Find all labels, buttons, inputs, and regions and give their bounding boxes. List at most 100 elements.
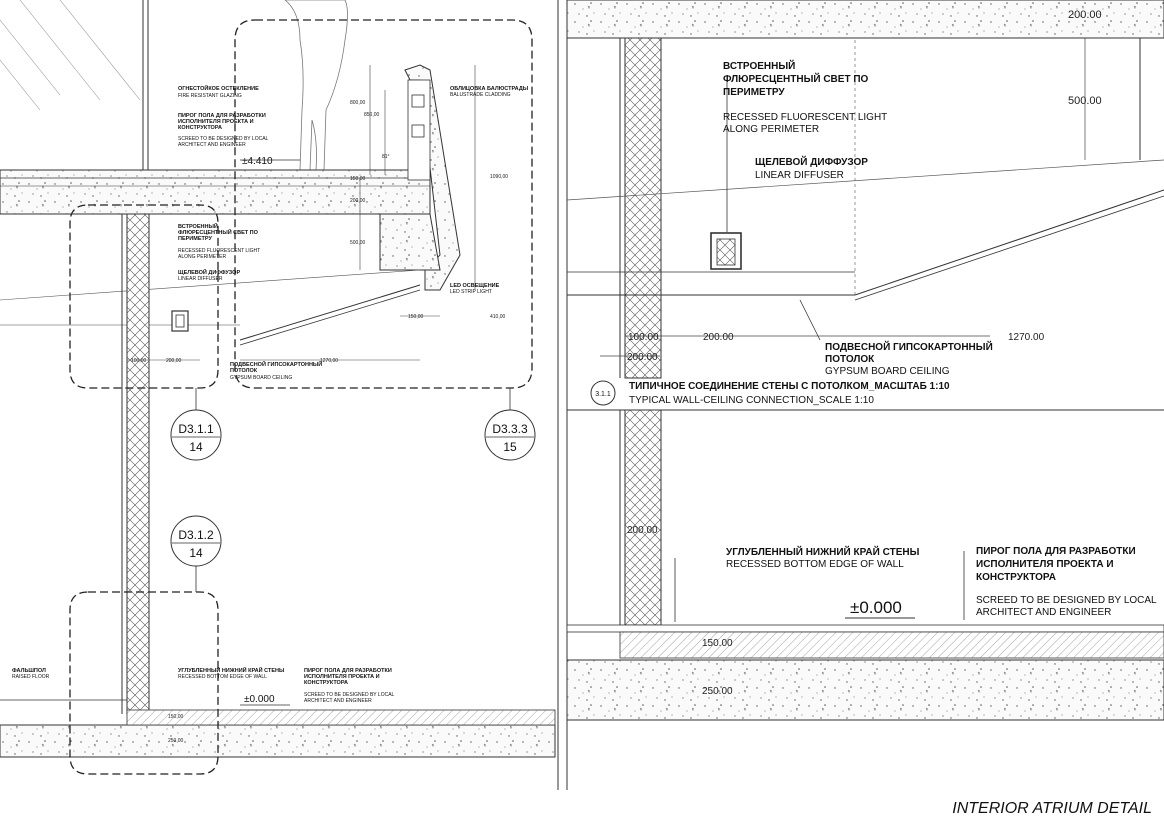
- edge-en-right: RECESSED BOTTOM EDGE OF WALL: [726, 559, 904, 570]
- edge-ru-right: УГЛУБЛЕННЫЙ НИЖНИЙ КРАЙ СТЕНЫ: [726, 545, 920, 558]
- callout-circle-1: [170, 409, 222, 461]
- dim-1270-right: 1270.00: [1008, 332, 1045, 343]
- diffuser-en: LINEAR DIFFUSER: [178, 276, 223, 282]
- callout-box-2: [234, 19, 533, 389]
- dim-200b-right: 200.00: [627, 352, 658, 363]
- light-ru-2-right: ФЛЮРЕСЦЕНТНЫЙ СВЕТ ПО: [723, 72, 869, 85]
- dim-500-right: 500.00: [1068, 95, 1102, 107]
- floor-slab-right: [566, 659, 1164, 721]
- dim-200b: 200,00: [166, 358, 182, 364]
- screed-en-1b: SCREED TO BE DESIGNED BY LOCAL: [304, 692, 395, 698]
- level-top: ±4.410: [242, 156, 273, 167]
- fire-glazing-ru: ОГНЕСТОЙКОЕ ОСТЕКЛЕНИЕ: [178, 84, 259, 92]
- ceiling-en: GYPSUM BOARD CEILING: [230, 375, 292, 381]
- section-number: 3.1.1: [595, 391, 611, 398]
- screed-en-1-right: SCREED TO BE DESIGNED BY LOCAL: [976, 595, 1157, 606]
- callout-circle-2: [484, 409, 536, 461]
- dim-200a-right: 200.00: [703, 332, 734, 343]
- callout-circle-3: [170, 515, 222, 567]
- person-silhouette: [284, 0, 348, 171]
- light-ru-3: ПЕРИМЕТРУ: [178, 236, 212, 242]
- lower-floor-slab: [0, 724, 556, 758]
- callout1-sheet: 14: [189, 440, 203, 454]
- balustrade-en: BALUSTRADE CLADDING: [450, 92, 511, 98]
- left-annotations: ОГНЕСТОЙКОЕ ОСТЕКЛЕНИЕ FIRE RESISTANT GL…: [12, 84, 529, 744]
- edge-en: RECESSED BOTTOM EDGE OF WALL: [178, 674, 267, 680]
- light-en-2: ALONG PERIMETER: [178, 254, 226, 260]
- light-en-1-right: RECESSED FLUORESCENT LIGHT: [723, 112, 887, 123]
- section-title-en: TYPICAL WALL-CEILING CONNECTION_SCALE 1:…: [629, 395, 874, 406]
- level-zero-right: ±0.000: [850, 598, 902, 617]
- right-bottom-detail: [566, 409, 1164, 721]
- dim-250-lower: 250.00: [702, 686, 733, 697]
- callout2-sheet: 15: [503, 440, 517, 454]
- screed-ru-3b: КОНСТРУКТОРА: [304, 680, 348, 686]
- light-ru-2: ФЛЮРЕСЦЕНТНЫЙ СВЕТ ПО: [178, 228, 259, 236]
- raised-floor-en: RAISED FLOOR: [12, 674, 50, 680]
- diffuser-ru-right: ЩЕЛЕВОЙ ДИФФУЗОР: [755, 155, 868, 168]
- dim-1270: 1270,00: [320, 358, 338, 364]
- dim-1090: 1090,00: [490, 174, 508, 180]
- ceiling-ru-2-right: ПОТОЛОК: [825, 354, 875, 365]
- led-ru: LED ОСВЕЩЕНИЕ: [450, 283, 500, 289]
- callout-box-3: [69, 591, 219, 775]
- screed-ru-3-right: КОНСТРУКТОРА: [976, 572, 1056, 583]
- screed-ru-2: ИСПОЛНИТЕЛЯ ПРОЕКТА И: [178, 119, 254, 125]
- insulated-wall: [624, 37, 662, 379]
- screed-en-2b: ARCHITECT AND ENGINEER: [304, 698, 372, 704]
- wall-column: [126, 213, 150, 715]
- dim-150-lower: 150.00: [702, 638, 733, 649]
- light-en-1: RECESSED FLUORESCENT LIGHT: [178, 248, 260, 254]
- callout3-sheet: 14: [189, 546, 203, 560]
- diffuser-ru: ЩЕЛЕВОЙ ДИФФУЗОР: [178, 268, 240, 276]
- screed-ru-1b: ПИРОГ ПОЛА ДЛЯ РАЗРАБОТКИ: [304, 668, 392, 674]
- screed-ru-1: ПИРОГ ПОЛА ДЛЯ РАЗРАБОТКИ: [178, 113, 266, 119]
- screed-en-2-right: ARCHITECT AND ENGINEER: [976, 607, 1111, 618]
- edge-ru: УГЛУБЛЕННЫЙ НИЖНИЙ КРАЙ СТЕНЫ: [178, 666, 285, 674]
- light-ru-1: ВСТРОЕННЫЙ: [178, 222, 218, 230]
- dim-800: 800,00: [350, 100, 366, 106]
- screed-en-2: ARCHITECT AND ENGINEER: [178, 142, 246, 148]
- callout1-code: D3.1.1: [178, 422, 214, 436]
- raised-floor-ru: ФАЛЬШПОЛ: [12, 668, 46, 674]
- dim-250: 250,00: [168, 738, 184, 744]
- ceiling-ru-1: ПОДВЕСНОЙ ГИПСОКАРТОННЫЙ: [230, 360, 322, 368]
- dim-200-lower: 200.00: [627, 525, 658, 536]
- screed-ru-3: КОНСТРУКТОРА: [178, 125, 222, 131]
- dim-150: 150,00: [350, 176, 366, 182]
- callout2-code: D3.3.3: [492, 422, 528, 436]
- dim-500: 500,00: [350, 240, 366, 246]
- dim-410: 410,00: [490, 314, 506, 320]
- upper-slab: [0, 169, 431, 215]
- fire-glazing-en: FIRE RESISTANT GLAZING: [178, 93, 242, 99]
- level-zero-left: ±0.000: [244, 694, 275, 705]
- callout-box-1: [69, 204, 219, 389]
- dim-100-right: 100.00: [628, 332, 659, 343]
- angle-label: 81°: [382, 154, 390, 160]
- light-en-2-right: ALONG PERIMETER: [723, 124, 819, 135]
- diffuser-en-right: LINEAR DIFFUSER: [755, 170, 844, 181]
- insulated-wall-lower: [624, 409, 662, 626]
- callout3-code: D3.1.2: [178, 528, 214, 542]
- screed-ru-2b: ИСПОЛНИТЕЛЯ ПРОЕКТА И: [304, 674, 380, 680]
- dim-150b: 150,00: [408, 314, 424, 320]
- dim-200-top: 200.00: [1068, 9, 1102, 21]
- right-top-detail: [566, 0, 1164, 406]
- balustrade-ru: ОБЛИЦОВКА БАЛЮСТРАДЫ: [450, 86, 529, 92]
- screed-ru-1-right: ПИРОГ ПОЛА ДЛЯ РАЗРАБОТКИ: [976, 546, 1136, 557]
- screed-ru-2-right: ИСПОЛНИТЕЛЯ ПРОЕКТА И: [976, 559, 1114, 570]
- dim-150c: 150,00: [168, 714, 184, 720]
- ceiling-ru-2: ПОТОЛОК: [230, 368, 258, 374]
- ceiling-en-right: GYPSUM BOARD CEILING: [825, 366, 950, 377]
- ceiling-ru-1-right: ПОДВЕСНОЙ ГИПСОКАРТОННЫЙ: [825, 340, 993, 353]
- dim-100: 100,00: [131, 358, 147, 364]
- right-top-annotations: 200.00 500.00 ВСТРОЕННЫЙ ФЛЮРЕСЦЕНТНЫЙ С…: [595, 9, 1101, 406]
- floor-screed: [619, 631, 1164, 659]
- light-ru-3-right: ПЕРИМЕТРУ: [723, 87, 785, 98]
- left-detail: [0, 0, 556, 775]
- led-en: LED STRIP LIGHT: [450, 289, 492, 295]
- light-ru-1-right: ВСТРОЕННЫЙ: [723, 59, 795, 72]
- section-marker: [590, 380, 616, 406]
- screed-en-1: SCREED TO BE DESIGNED BY LOCAL: [178, 136, 269, 142]
